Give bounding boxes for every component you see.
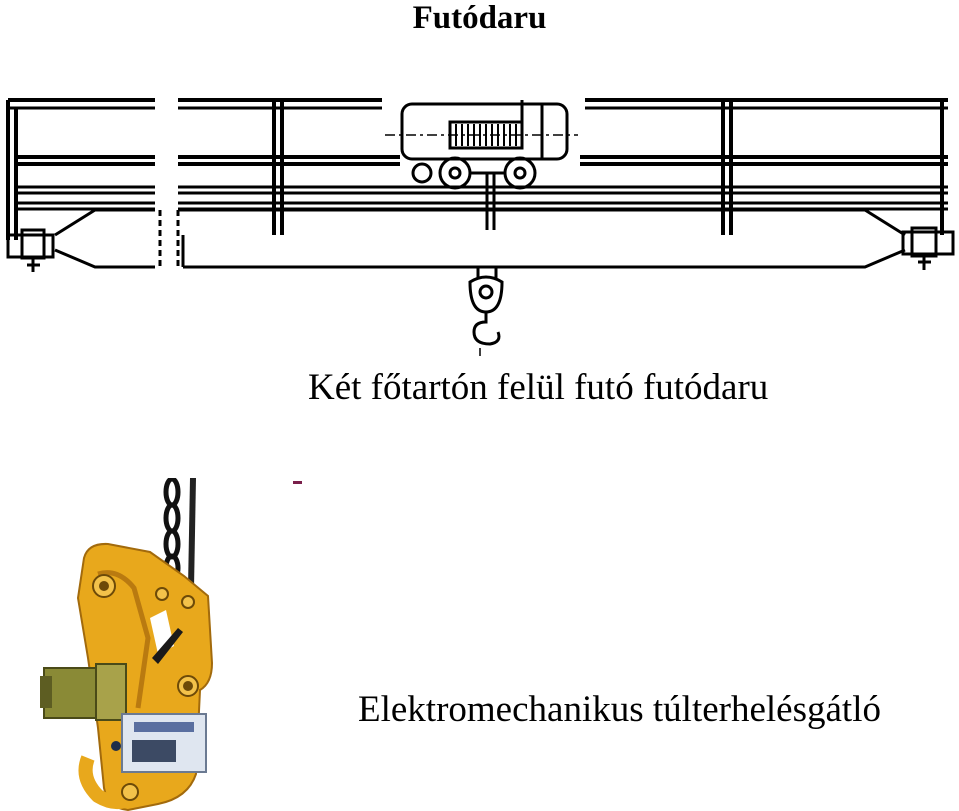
- crane-hook: [468, 267, 504, 356]
- crane-middle-rail: [15, 155, 948, 166]
- crane-end-truck-right: [901, 226, 955, 270]
- device-caption: Elektromechanikus túlterhelésgátló: [358, 689, 881, 730]
- crane-line-drawing: [6, 98, 955, 356]
- page-title: Futódaru: [412, 0, 547, 36]
- crane-lower-rail: [15, 185, 948, 211]
- crane-end-truck-left: [6, 228, 55, 272]
- crane-caption: Két főtartón felül futó futódaru: [308, 367, 769, 408]
- dash-mark: [293, 481, 302, 484]
- crane-main-girder: [54, 208, 906, 269]
- crane-trolley: [385, 100, 578, 230]
- overload-limiter-image: [40, 478, 214, 811]
- crane-posts: [6, 100, 944, 240]
